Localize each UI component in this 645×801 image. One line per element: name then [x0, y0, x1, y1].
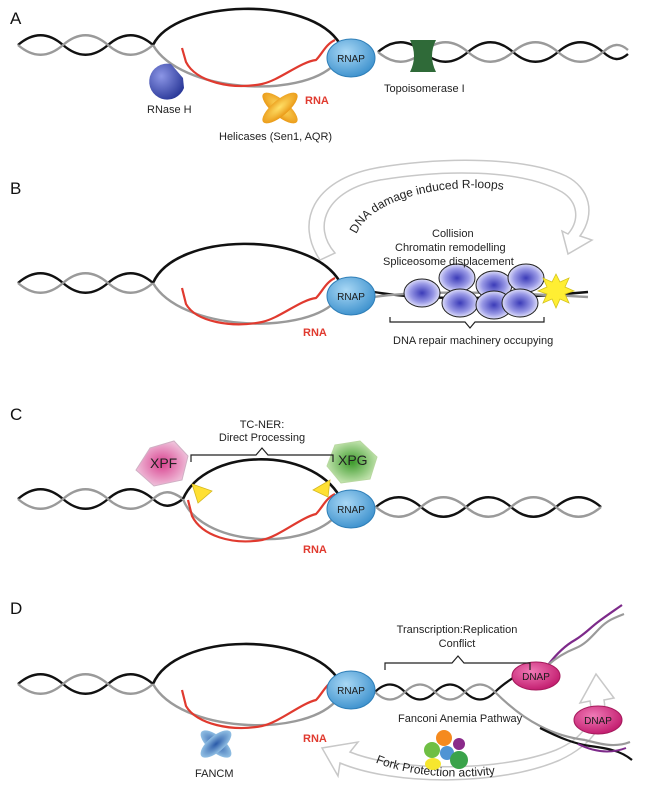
fanconi-label: Fanconi Anemia Pathway — [398, 713, 523, 725]
dnap-top — [511, 661, 561, 691]
fancm-label: FANCM — [195, 768, 234, 780]
lower-strand-grey — [584, 738, 631, 747]
tcner-label: TC-NER: — [240, 419, 285, 431]
spliceosome-label: Spliceosome displacement — [383, 256, 514, 268]
panel-d-nontemplate-strand — [151, 683, 336, 727]
panel-d-duplex-left-light — [17, 673, 154, 695]
panel-d-template-strand — [151, 642, 342, 685]
helicases-label: Helicases (Sen1, AQR) — [219, 131, 332, 143]
xpg-incision-icon — [312, 479, 331, 498]
panel-a-rnap-label: RNAP — [337, 54, 365, 65]
panel-d-duplex-left-dark — [17, 673, 154, 695]
panel-d-rna-label: RNA — [303, 733, 327, 745]
dnap-bottom-label: DNAP — [584, 716, 612, 727]
helicase-icon — [262, 92, 298, 124]
panel-b-bracket — [389, 317, 545, 329]
xpf-icon — [135, 440, 189, 487]
fanconi-complex-icon — [424, 730, 468, 770]
panel-d-duplex-mid-light — [374, 683, 586, 742]
xpg-icon — [326, 440, 378, 484]
panel-c-nontemplate-strand — [181, 498, 336, 541]
chromatin-label: Chromatin remodelling — [395, 242, 506, 254]
panel-a-rnap — [326, 38, 376, 78]
panel-c-rna-strand — [186, 492, 336, 543]
panel-a-rna-label: RNA — [305, 95, 329, 107]
panel-a-duplex-left-light — [17, 34, 154, 56]
direct-processing-label: Direct Processing — [219, 432, 305, 444]
panel-b-nontemplate-strand — [151, 282, 336, 325]
lower-replicated-strand-purple — [577, 743, 627, 753]
panel-d-rna-strand — [180, 678, 336, 730]
panel-c-rnap — [326, 489, 376, 529]
rnase-h-icon — [149, 63, 184, 100]
fancm-icon — [200, 730, 232, 758]
conflict-label-line1: Transcription:Replication — [397, 624, 518, 636]
panel-c-template-strand — [181, 458, 342, 500]
topoisomerase-label: Topoisomerase I — [384, 83, 465, 95]
xpf-incision-icon — [191, 483, 213, 504]
panel-d: D Fork Protection activity DNAP DNAP RNA… — [10, 599, 633, 781]
panel-b-template-strand — [151, 242, 342, 284]
nucleosome-cluster — [403, 263, 545, 320]
topoisomerase-icon — [410, 40, 436, 72]
xpg-label: XPG — [338, 452, 368, 468]
panel-b-letter: B — [10, 179, 21, 198]
upper-replicated-strand-purple — [547, 604, 623, 666]
dna-damage-r-loops-label: DNA damage induced R-loops — [347, 177, 505, 236]
panel-b: B DNA damage induced R-loops RNAP RNA — [10, 159, 594, 347]
panel-b-rna-strand — [180, 276, 336, 326]
conflict-label-line2: Conflict — [439, 638, 476, 650]
dnap-top-label: DNAP — [522, 672, 550, 683]
panel-c-duplex-left-dark — [17, 488, 184, 510]
upper-replicated-strand-grey — [547, 612, 625, 666]
panel-c-duplex-right-dark — [375, 496, 602, 518]
panel-b-rnap — [326, 276, 376, 316]
panel-a-letter: A — [10, 9, 22, 28]
panel-d-bracket — [384, 655, 531, 670]
panel-b-curved-text: DNA damage induced R-loops — [347, 177, 505, 236]
panel-b-duplex-left-dark — [17, 272, 154, 294]
lower-strand-dark — [539, 727, 633, 761]
repair-machinery-label: DNA repair machinery occupying — [393, 335, 553, 347]
panel-c-bracket — [190, 447, 334, 462]
panel-a-duplex-left-dark — [17, 34, 154, 56]
panel-d-duplex-mid-dark — [374, 675, 517, 701]
xpf-label: XPF — [150, 455, 177, 471]
panel-b-duplex-left-light — [17, 272, 154, 294]
panel-d-rnap-label: RNAP — [337, 686, 365, 697]
panel-a: A Topoisomerase I RNAP RNase H RNA Helic… — [10, 7, 629, 143]
panel-c-letter: C — [10, 405, 22, 424]
dnap-bottom — [573, 705, 623, 735]
panel-c-duplex-left-light — [17, 488, 184, 510]
panel-d-rnap — [326, 670, 376, 710]
damage-star-icon — [536, 273, 576, 309]
panel-a-template-strand — [151, 7, 342, 46]
panel-b-curved-arrow — [308, 159, 594, 261]
collision-label: Collision — [432, 228, 474, 240]
panel-c-duplex-right-light — [375, 496, 602, 518]
panel-d-letter: D — [10, 599, 22, 618]
panel-c: C RNAP RNA XPF XPG TC-NER: Direct Proces… — [10, 405, 602, 556]
rnase-h-label: RNase H — [147, 104, 192, 116]
panel-b-rnap-label: RNAP — [337, 292, 365, 303]
panel-c-rna-label: RNA — [303, 544, 327, 556]
panel-b-rna-label: RNA — [303, 327, 327, 339]
panel-c-rnap-label: RNAP — [337, 505, 365, 516]
panel-a-rna-strand — [180, 38, 336, 88]
